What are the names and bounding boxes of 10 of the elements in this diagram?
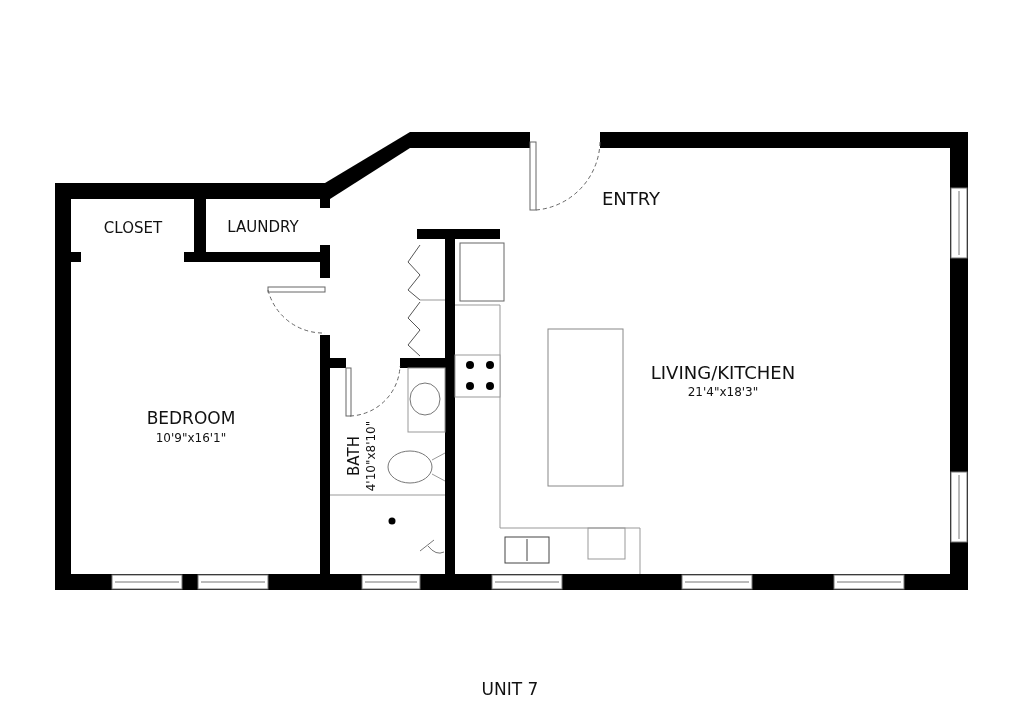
room-label: CLOSET <box>103 220 163 236</box>
room-label: LIVING/KITCHEN <box>650 364 796 382</box>
room-dimension: 21'4"x18'3" <box>687 386 759 398</box>
room-label: LAUNDRY <box>227 219 299 235</box>
room-label: BATH <box>346 436 362 476</box>
caption: UNIT 7 <box>481 679 539 699</box>
room-label: BEDROOM <box>146 409 236 427</box>
room-dimension: 10'9"x16'1" <box>155 432 227 444</box>
room-label: ENTRY <box>601 190 661 208</box>
room-dimension: 4'10"x8'10" <box>365 420 377 492</box>
